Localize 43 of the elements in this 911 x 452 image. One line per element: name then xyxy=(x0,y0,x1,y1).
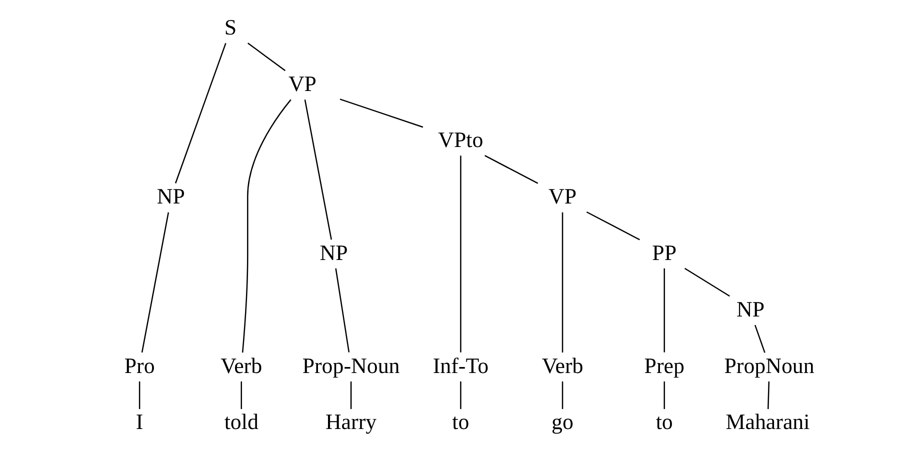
connector xyxy=(240,381,242,410)
connector xyxy=(586,211,640,240)
node-text: VP xyxy=(288,70,316,96)
node-text: go xyxy=(551,409,573,434)
node-text: Verb xyxy=(220,352,262,378)
connector xyxy=(484,155,538,184)
node-text: VPto xyxy=(438,127,483,152)
connector xyxy=(339,98,423,128)
node-text: NP xyxy=(319,240,348,265)
node-text: to xyxy=(452,409,469,434)
node-text: S xyxy=(224,14,236,40)
connector xyxy=(460,381,461,410)
node-text: Harry xyxy=(324,409,376,434)
node-text: Prop-Noun xyxy=(302,352,400,378)
connector xyxy=(766,381,770,410)
node-text: Maharani xyxy=(725,409,810,434)
node-text: Prep xyxy=(644,352,684,378)
node-text: Pro xyxy=(124,352,154,378)
node-text: to xyxy=(655,409,672,434)
connector xyxy=(140,212,169,353)
connector xyxy=(460,156,461,352)
node-text: I xyxy=(135,409,143,434)
node-text: PropNoun xyxy=(724,352,814,378)
node-text: Verb xyxy=(541,352,583,378)
node-text: Inf-To xyxy=(432,352,488,378)
node-text: PP xyxy=(652,240,676,265)
connector xyxy=(561,212,563,352)
node-text: told xyxy=(224,409,258,434)
connector xyxy=(684,268,730,297)
connector xyxy=(241,99,291,353)
connector xyxy=(174,43,226,184)
connector xyxy=(138,381,140,410)
connector xyxy=(334,268,350,352)
node-text: NP xyxy=(736,296,764,322)
connector xyxy=(561,381,563,410)
connector xyxy=(663,381,664,410)
connector xyxy=(350,381,352,410)
connector xyxy=(247,42,286,72)
connector xyxy=(754,324,765,353)
connector xyxy=(304,100,332,240)
node-text: VP xyxy=(548,184,576,209)
connector xyxy=(663,268,664,352)
node-text: NP xyxy=(156,184,184,209)
